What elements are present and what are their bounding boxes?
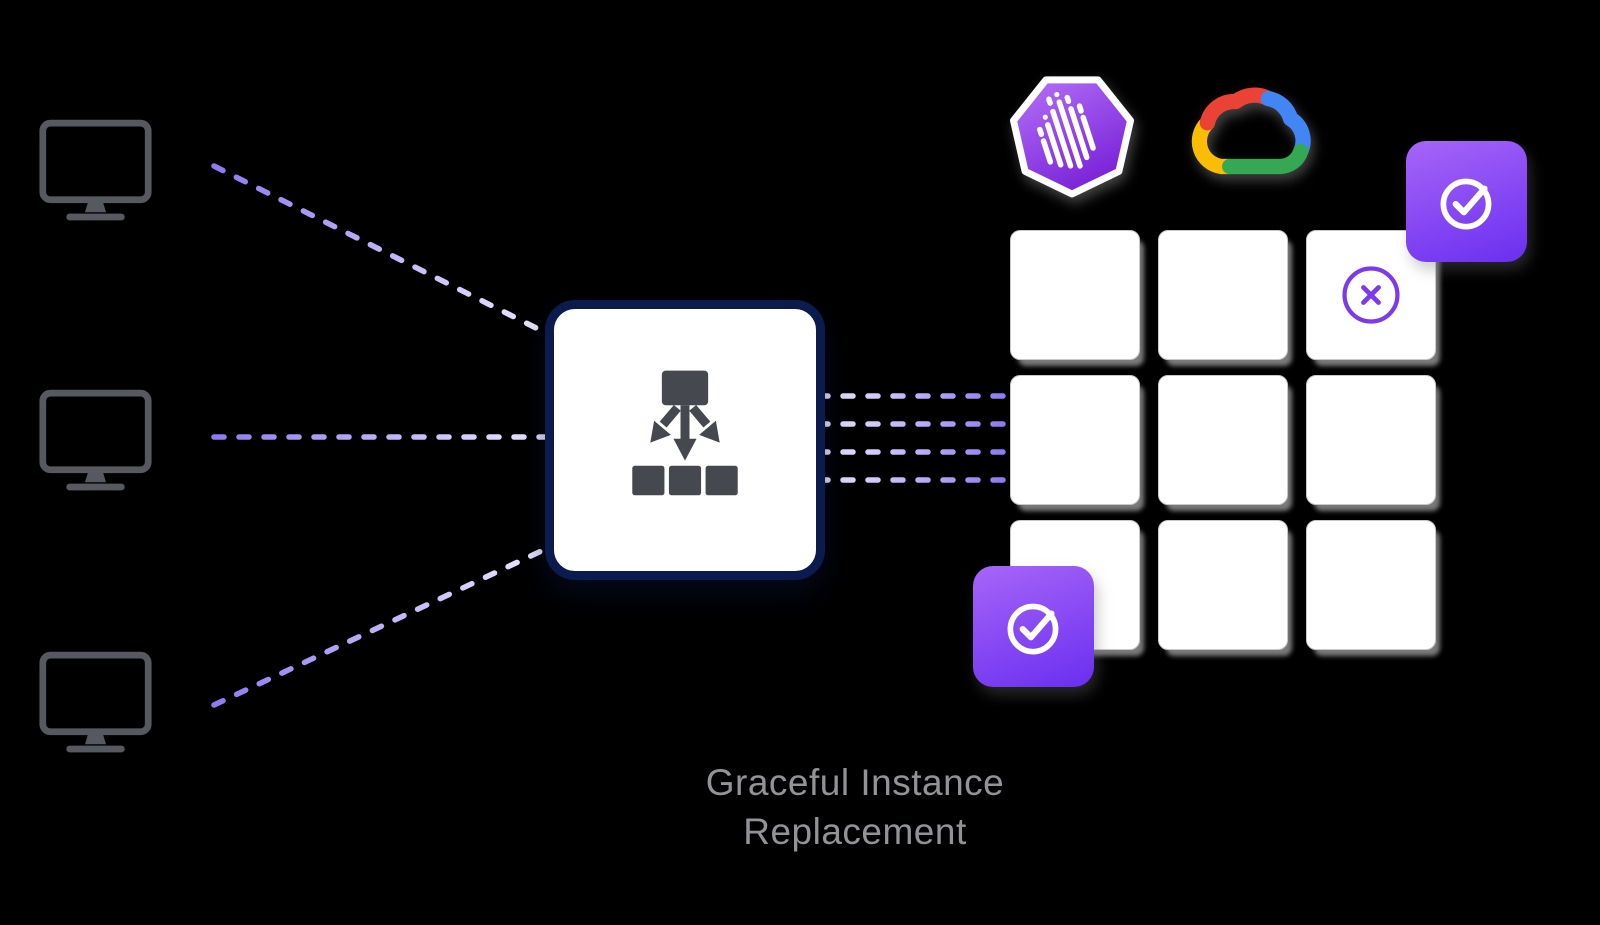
- caption-line-2: Replacement: [743, 811, 967, 852]
- replacement-check-badge-top: [1406, 141, 1527, 262]
- monitor-icon: [39, 389, 152, 491]
- instance-cell-5: [1158, 375, 1288, 505]
- instance-cell-1: [1010, 230, 1140, 360]
- check-circle-icon: [1440, 178, 1491, 229]
- instance-cell-6: [1306, 375, 1436, 505]
- diagram-caption: Graceful Instance Replacement: [455, 758, 1255, 856]
- instance-cell-9: [1306, 520, 1436, 650]
- instance-cell-2: [1158, 230, 1288, 360]
- instance-cell-8: [1158, 520, 1288, 650]
- client-1-connector: [211, 163, 555, 339]
- caption-line-1: Graceful Instance: [705, 762, 1005, 803]
- client-3-connector: [211, 543, 555, 708]
- x-circle-icon: [1342, 266, 1400, 324]
- client-monitor-2: [38, 388, 153, 494]
- check-circle-icon: [1007, 603, 1058, 654]
- client-monitor-3: [38, 650, 153, 756]
- monitor-icon: [39, 651, 152, 753]
- elastigroup-logo: [1010, 76, 1134, 198]
- load-balancer-icon: [632, 370, 738, 496]
- monitor-icon: [39, 119, 152, 221]
- google-cloud-logo: [1191, 87, 1311, 175]
- load-balancer-box: [545, 300, 825, 580]
- instance-cell-4: [1010, 375, 1140, 505]
- instance-grid: [1010, 230, 1436, 650]
- client-monitor-1: [38, 118, 153, 224]
- replacement-check-badge-bottom: [973, 566, 1094, 687]
